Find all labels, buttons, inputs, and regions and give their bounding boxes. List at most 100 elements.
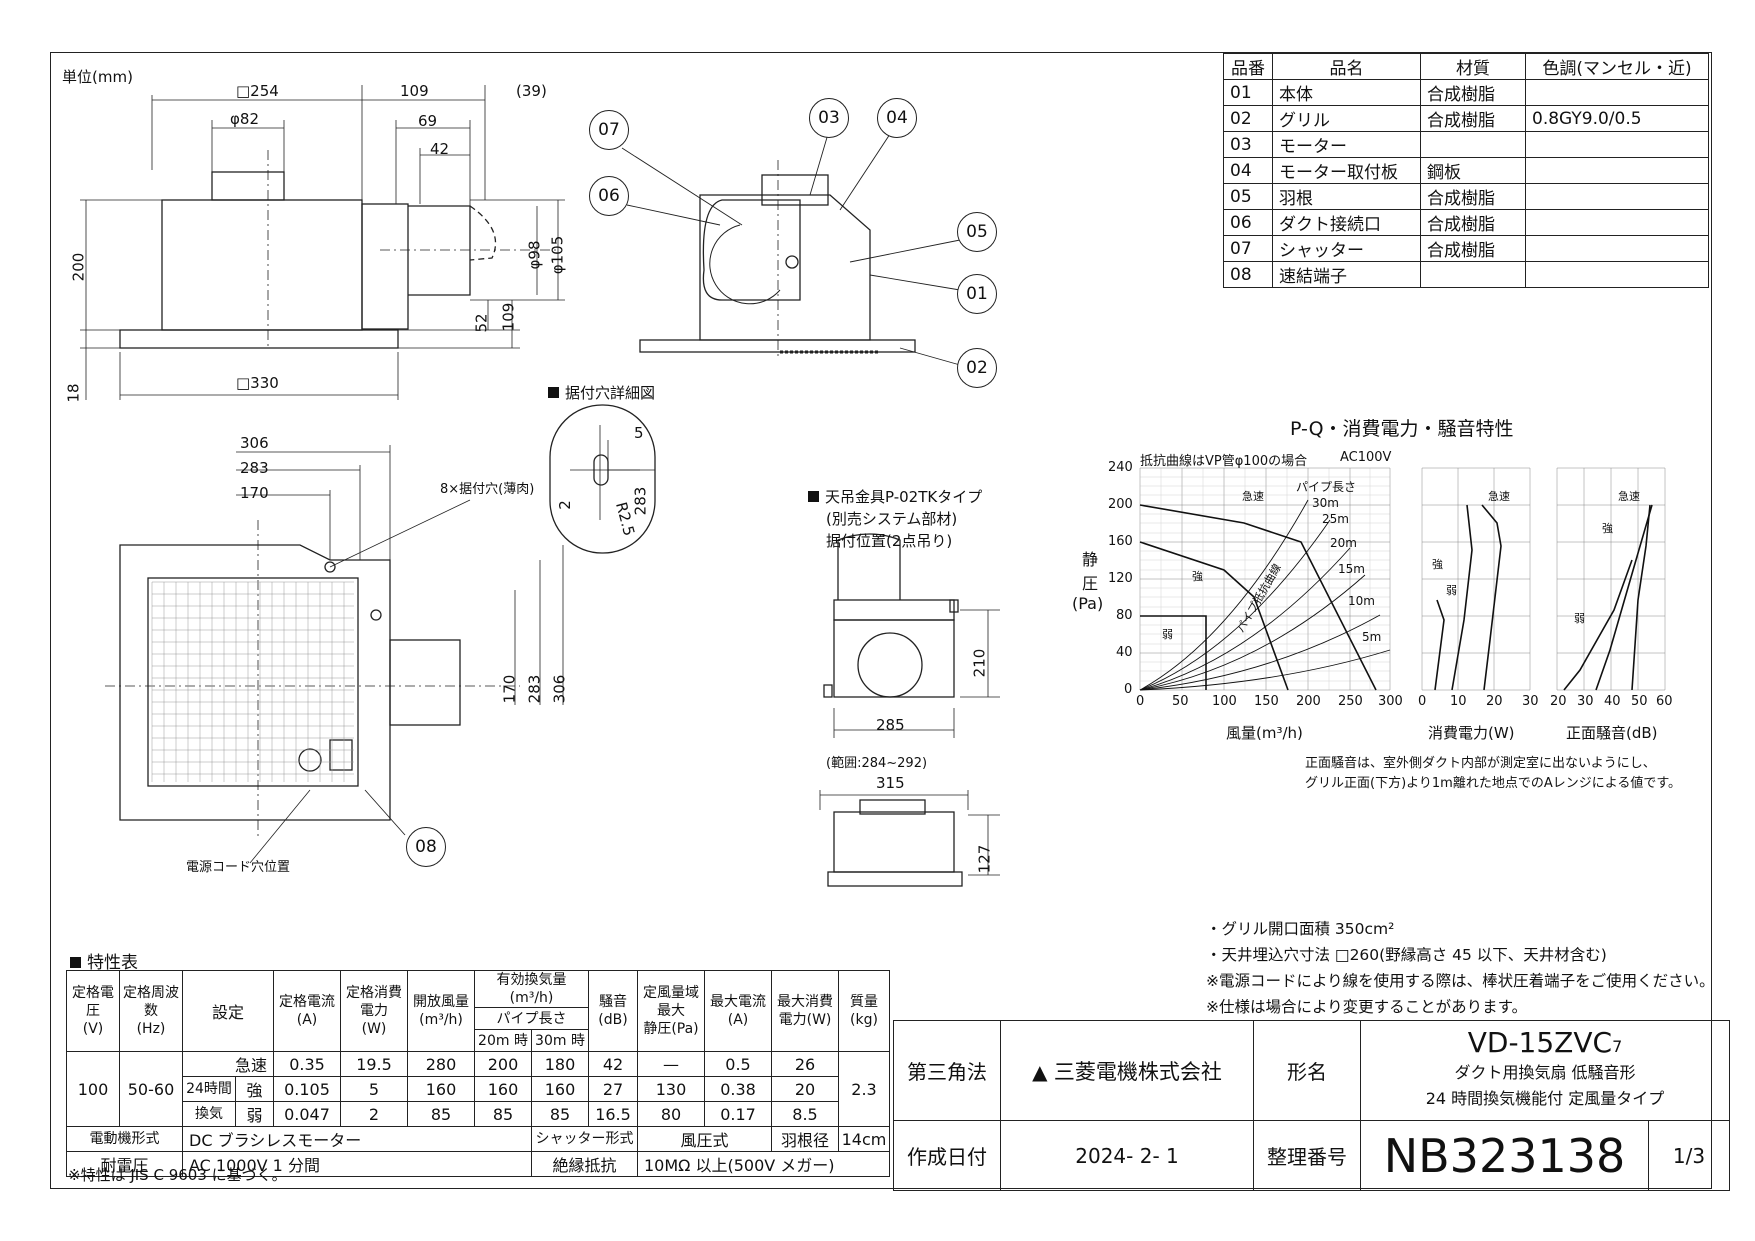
spec-cell: — bbox=[637, 1051, 705, 1077]
part-color bbox=[1525, 183, 1709, 210]
dim-phi82: φ82 bbox=[230, 110, 259, 128]
date-label: 作成日付 bbox=[893, 1120, 1001, 1191]
spec-mode: 弱 bbox=[235, 1101, 274, 1127]
pq-xtick: 50 bbox=[1172, 694, 1189, 709]
power-label-kyusoku: 急速 bbox=[1488, 490, 1510, 503]
dim-127: 127 bbox=[975, 844, 994, 874]
part-name: グリル bbox=[1272, 105, 1421, 132]
pq-ytick: 80 bbox=[1116, 608, 1133, 623]
dim-306: 306 bbox=[240, 434, 269, 452]
spec-cell: 8.5 bbox=[771, 1101, 839, 1127]
spec-shutter-value: 風圧式 bbox=[637, 1126, 772, 1152]
spec-cell: 130 bbox=[637, 1076, 705, 1102]
curve-label-kyo: 強 bbox=[1192, 570, 1203, 583]
part-no: 07 bbox=[1223, 235, 1273, 262]
spec-mode: 強 bbox=[235, 1076, 274, 1102]
model-label: 形名 bbox=[1253, 1020, 1361, 1121]
part-name: 羽根 bbox=[1272, 183, 1421, 210]
spec-cell: 160 bbox=[407, 1076, 475, 1102]
dim-phi98: φ98 bbox=[525, 240, 544, 270]
spec-row: 電動機形式 DC ブラシレスモーター シャッター形式 風圧式 羽根径 14cm bbox=[66, 1126, 890, 1152]
spec-header-30m: 30m 時 bbox=[531, 1029, 589, 1052]
pq-curves bbox=[1139, 504, 1653, 691]
spec-header-20m: 20m 時 bbox=[474, 1029, 532, 1052]
dim-315: 315 bbox=[876, 774, 905, 792]
noise-label-jaku: 弱 bbox=[1574, 612, 1585, 625]
pq-ylabel-2: 圧 bbox=[1082, 574, 1099, 593]
part-color bbox=[1525, 131, 1709, 158]
spec-header-mass: 質量 (kg) bbox=[838, 970, 890, 1052]
spec-row: 24時間 強 0.105 5 160 160 160 27 130 0.38 2… bbox=[67, 1076, 890, 1102]
pq-title: P-Q・消費電力・騒音特性 bbox=[1290, 418, 1514, 440]
part-color: 0.8GY9.0/0.5 bbox=[1525, 105, 1709, 132]
hanger-line2: (別売システム部材) bbox=[826, 510, 958, 528]
part-no: 06 bbox=[1223, 209, 1273, 236]
cord-hole-label: 電源コード穴位置 bbox=[186, 860, 291, 875]
pq-xtick: 300 bbox=[1378, 694, 1403, 709]
bubble-02: 02 bbox=[957, 348, 997, 388]
spec-header-current: 定格電流 (A) bbox=[273, 970, 341, 1052]
spec-kanki: 換気 bbox=[182, 1101, 236, 1127]
pq-footnote-1: 正面騒音は、室外側ダクト内部が測定室に出ないようにし、 bbox=[1305, 756, 1656, 771]
pq-xtick: 100 bbox=[1212, 694, 1237, 709]
pq-ylabel-1: 静 bbox=[1082, 550, 1099, 569]
page-number: 1/3 bbox=[1648, 1120, 1730, 1191]
curve-label-kyusoku: 急速 bbox=[1242, 490, 1264, 503]
part-no: 01 bbox=[1223, 79, 1273, 106]
dim-109b: 109 bbox=[499, 302, 518, 332]
power-xtick: 20 bbox=[1486, 694, 1503, 709]
spec-title: 特性表 bbox=[70, 948, 138, 973]
dim-range: (範囲:284~292) bbox=[826, 756, 928, 771]
part-material bbox=[1420, 261, 1526, 288]
spec-cell: 80 bbox=[637, 1101, 705, 1127]
noise-xtick: 50 bbox=[1631, 694, 1648, 709]
dim-170: 170 bbox=[240, 484, 269, 502]
part-color bbox=[1525, 261, 1709, 288]
dim-283: 283 bbox=[240, 459, 269, 477]
spec-mass: 2.3 bbox=[838, 1051, 890, 1127]
spec-header-setting: 設定 bbox=[182, 970, 274, 1052]
spec-cell: 0.17 bbox=[704, 1101, 772, 1127]
bubble-06: 06 bbox=[589, 176, 629, 216]
spec-header-freq: 定格周波数 (Hz) bbox=[119, 970, 183, 1052]
dim-200: 200 bbox=[69, 252, 88, 282]
part-material: 合成樹脂 bbox=[1420, 209, 1526, 236]
spec-cell: 85 bbox=[474, 1101, 532, 1127]
mount-holes-label: 8×据付穴(薄肉) bbox=[440, 482, 535, 497]
pq-xlabel: 風量(m³/h) bbox=[1226, 724, 1303, 742]
spec-cell: 160 bbox=[531, 1076, 589, 1102]
spec-header-power: 定格消費電力 (W) bbox=[340, 970, 408, 1052]
pipe-15m: 15m bbox=[1338, 562, 1365, 576]
dim-42: 42 bbox=[430, 140, 450, 158]
spec-cell: 42 bbox=[588, 1051, 638, 1077]
pq-ytick: 120 bbox=[1108, 571, 1133, 586]
dim-283s: 283 bbox=[631, 486, 650, 516]
model-suffix: 7 bbox=[1612, 1036, 1623, 1056]
spec-cell: 0.5 bbox=[704, 1051, 772, 1077]
pq-ytick: 240 bbox=[1108, 460, 1133, 475]
noise-xtick: 60 bbox=[1656, 694, 1673, 709]
model-number: VD-15ZVC bbox=[1467, 1025, 1613, 1059]
pq-xtick: 150 bbox=[1254, 694, 1279, 709]
pq-ylabel-3: (Pa) bbox=[1072, 594, 1104, 613]
spec-cell: 0.38 bbox=[704, 1076, 772, 1102]
spec-freq: 50-60 bbox=[119, 1051, 183, 1127]
dim-285: 285 bbox=[876, 716, 905, 734]
part-name: ダクト接続口 bbox=[1272, 209, 1421, 236]
note-line: ・グリル開口面積 350cm² bbox=[1206, 920, 1395, 938]
part-name: 本体 bbox=[1272, 79, 1421, 106]
part-material bbox=[1420, 131, 1526, 158]
part-material: 合成樹脂 bbox=[1420, 105, 1526, 132]
mitsubishi-logo-icon: ▲ bbox=[1032, 1059, 1048, 1084]
spec-cell: 85 bbox=[531, 1101, 589, 1127]
dim-5: 5 bbox=[634, 424, 644, 442]
date-value: 2024- 2- 1 bbox=[1000, 1120, 1254, 1191]
pipe-length-label: パイプ長さ bbox=[1296, 480, 1357, 494]
spec-cell: 0.047 bbox=[273, 1101, 341, 1127]
